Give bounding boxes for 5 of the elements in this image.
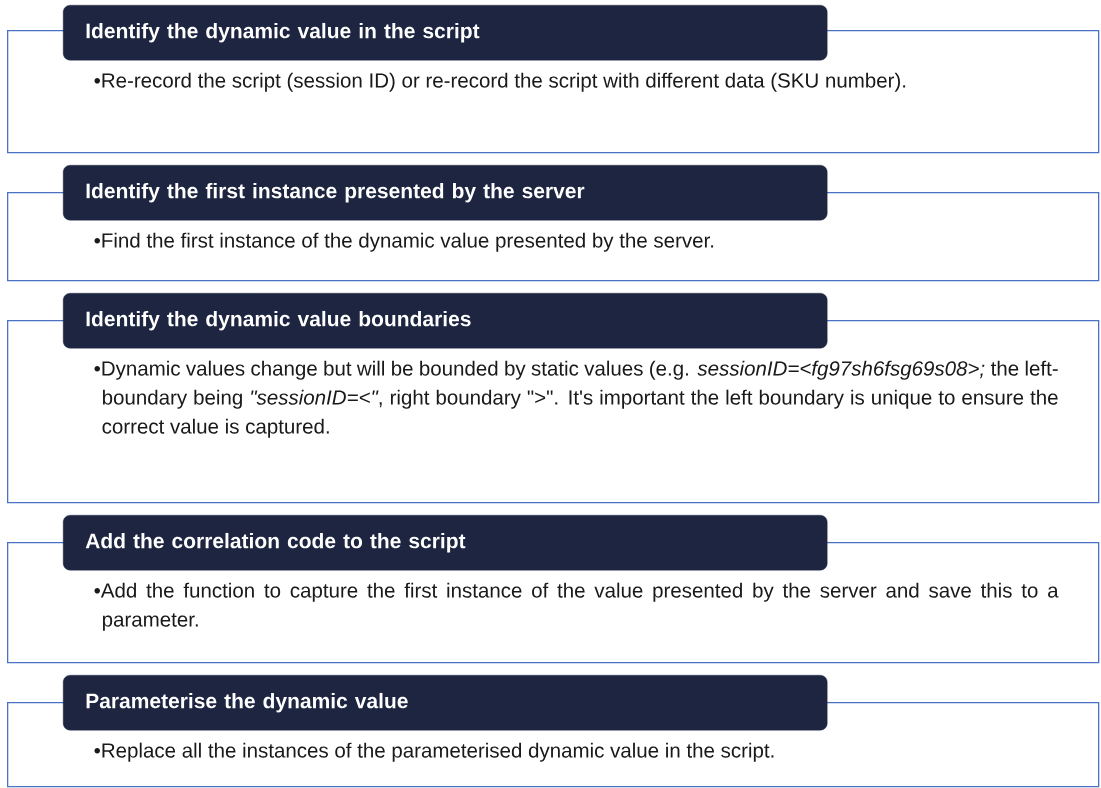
header-bar: Identify the first instance presented by the server [63, 165, 828, 221]
header-bar: Add the correlation code to the script [63, 515, 828, 571]
header-bar: Parameterise the dynamic value [63, 675, 828, 731]
header-bar: Identify the dynamic value boundaries [63, 293, 828, 349]
header-bar: Identify the dynamic value in the script [63, 5, 828, 61]
